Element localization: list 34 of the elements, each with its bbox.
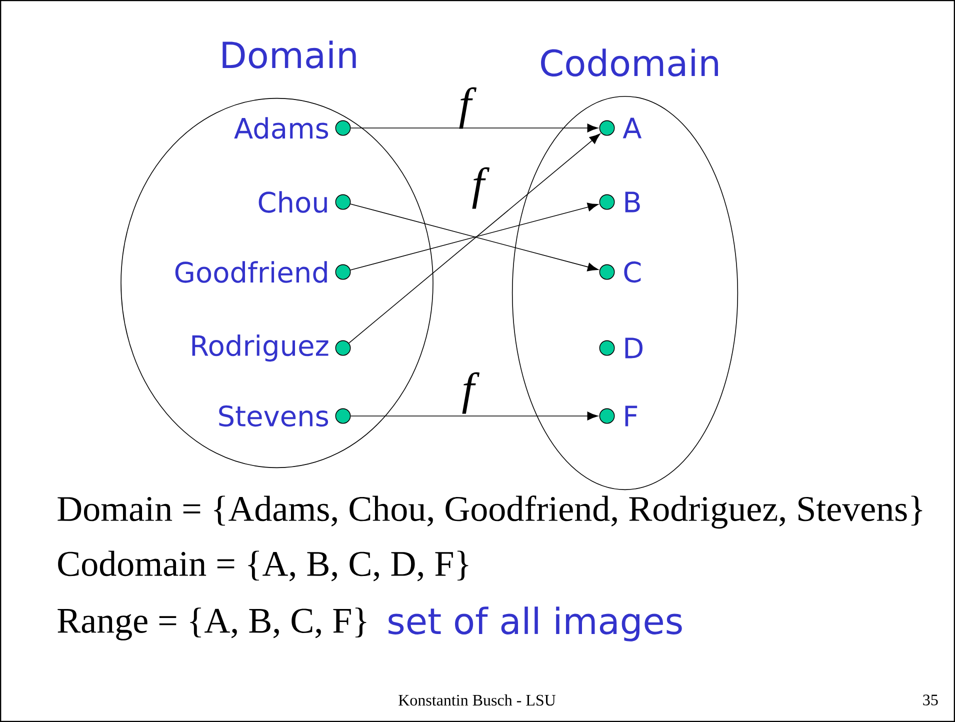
element-label: Rodriguez [192, 334, 328, 362]
element-dot [599, 194, 615, 210]
set-formula: Codomain = {A, B, C, D, F} [58, 550, 468, 582]
element-label: C [624, 261, 641, 283]
element-label: F [625, 406, 638, 426]
element-label: D [625, 338, 643, 358]
note-text: set of all images [388, 606, 682, 642]
element-label: Chou [258, 191, 327, 213]
edge-label: f [459, 87, 477, 129]
element-label: Adams [234, 117, 328, 139]
set-formula: Range = {A, B, C, F} [58, 608, 366, 640]
element-dot [599, 408, 615, 424]
element-dot [599, 340, 615, 356]
node-label: Codomain [541, 48, 718, 77]
element-label: A [622, 118, 642, 138]
node-label: Domain [222, 40, 356, 69]
element-label: B [625, 192, 640, 212]
element-label: Goodfriend [175, 261, 327, 283]
edge-label: f [472, 167, 490, 209]
element-dot [335, 120, 351, 136]
arrow [350, 124, 598, 132]
element-dot [599, 120, 615, 136]
element-dot [335, 408, 351, 424]
edge-label: f [462, 372, 480, 414]
footer-text: 35 [923, 694, 938, 706]
element-dot [335, 194, 351, 210]
element-dot [599, 264, 615, 280]
element-label: Stevens [219, 405, 328, 427]
footer-text: Konstantin Busch - LSU [398, 694, 556, 706]
arrow [348, 134, 600, 344]
element-dot [335, 264, 351, 280]
set-formula: Domain = {Adams, Chou, Goodfriend, Rodriguez, Stevens} [58, 495, 922, 529]
element-dot [335, 340, 351, 356]
arrow [350, 412, 598, 420]
